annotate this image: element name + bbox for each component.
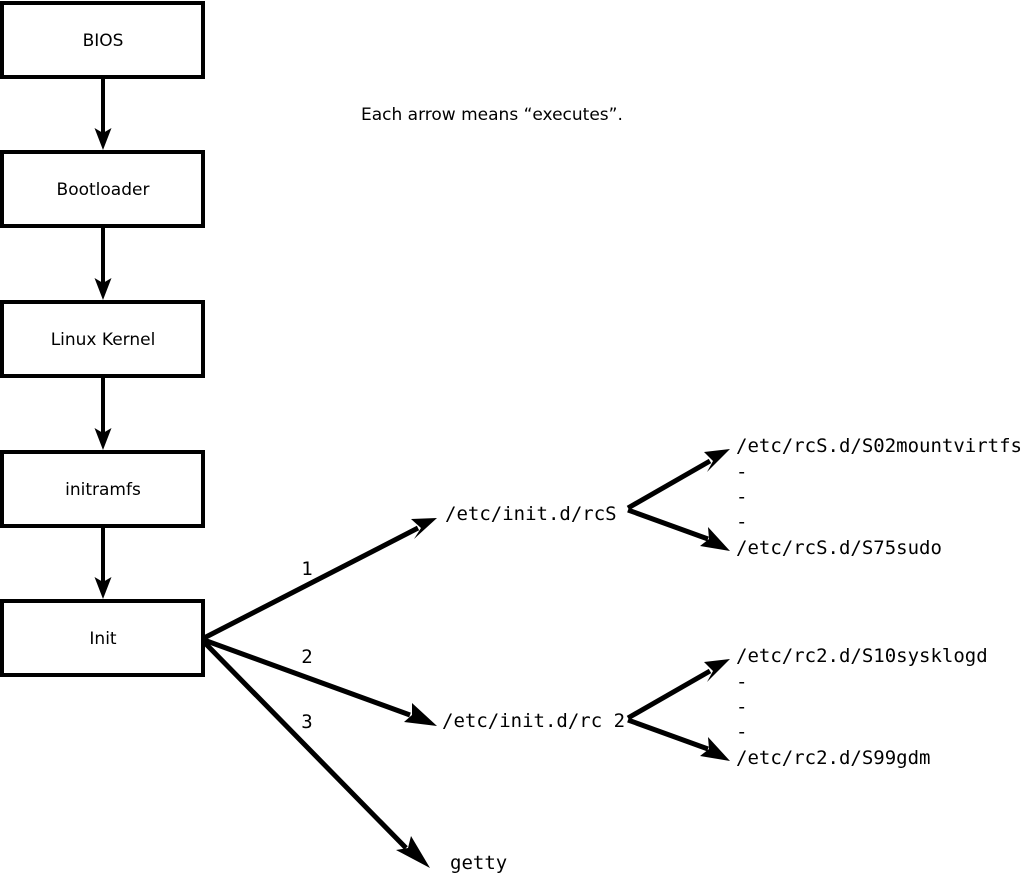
arrow-rc2-to-first-script-line — [626, 668, 712, 721]
node-init-rect — [0, 599, 205, 677]
caption-text: Each arrow means “executes”. — [361, 105, 623, 125]
arrow-rc2-to-first-script — [626, 659, 730, 721]
rcs-script-first[interactable]: /etc/rcS.d/S02mountvirtfs — [736, 435, 1022, 457]
arrow-bootloader-to-kernel-head — [94, 278, 112, 300]
arrow-init-to-rc2-line — [203, 637, 411, 718]
node-getty-label[interactable]: getty — [450, 852, 507, 874]
node-bios[interactable]: BIOS — [0, 1, 205, 79]
arrow-rcs-to-first-script — [626, 449, 730, 511]
arrow-rc2-to-first-script-head — [704, 659, 730, 682]
rcs-ellipsis-dash-2: - — [736, 486, 747, 508]
node-initramfs-rect — [0, 450, 205, 528]
branch-label-1: 1 — [301, 558, 312, 580]
node-linux-kernel-label: Linux Kernel — [51, 330, 156, 350]
arrow-init-to-getty-line — [202, 640, 408, 850]
arrow-init-to-rc2-head — [404, 703, 437, 726]
arrow-bootloader-to-kernel — [94, 226, 112, 300]
arrow-init-to-rcs — [202, 518, 437, 641]
arrow-init-to-rcs-line — [202, 525, 420, 641]
rc2-ellipsis-dash-3: - — [736, 721, 747, 743]
node-init[interactable]: Init — [0, 599, 205, 677]
node-bios-rect — [0, 1, 205, 79]
rcs-ellipsis-dash-3: - — [736, 511, 747, 533]
arrow-initramfs-to-init-head — [94, 577, 112, 599]
node-initramfs-label: initramfs — [65, 480, 141, 500]
branch-label-3: 3 — [301, 711, 312, 733]
node-bootloader-label: Bootloader — [57, 180, 150, 200]
arrow-rc2-to-last-script-head — [700, 737, 730, 761]
arrow-init-to-getty-head — [396, 836, 430, 868]
arrow-rcs-to-first-script-line — [626, 458, 712, 511]
node-rc2-label[interactable]: /etc/init.d/rc 2 — [442, 710, 625, 732]
node-init-label: Init — [89, 629, 117, 649]
arrow-rc2-to-last-script-line — [627, 717, 709, 752]
arrow-rcs-to-first-script-head — [704, 449, 730, 472]
node-linux-kernel[interactable]: Linux Kernel — [0, 300, 205, 378]
rc2-script-last[interactable]: /etc/rc2.d/S99gdm — [736, 747, 930, 769]
arrow-init-to-getty — [202, 640, 430, 868]
arrow-bios-to-bootloader — [94, 77, 112, 150]
rc2-ellipsis-dash-2: - — [736, 696, 747, 718]
node-bios-label: BIOS — [83, 31, 124, 51]
arrow-rcs-to-last-script-line — [627, 507, 709, 542]
rc2-ellipsis-dash-1: - — [736, 671, 747, 693]
arrow-rcs-to-last-script — [627, 507, 730, 551]
arrow-bios-to-bootloader-head — [94, 128, 112, 150]
arrow-kernel-to-initramfs — [94, 376, 112, 450]
arrow-rcs-to-last-script-head — [700, 527, 730, 551]
branch-label-2: 2 — [301, 646, 312, 668]
node-bootloader[interactable]: Bootloader — [0, 150, 205, 228]
rcs-script-last[interactable]: /etc/rcS.d/S75sudo — [736, 537, 942, 559]
arrow-kernel-to-initramfs-head — [94, 428, 112, 450]
arrow-init-to-rcs-head — [411, 518, 437, 539]
arrow-init-to-rc2 — [203, 637, 437, 726]
rc2-script-first[interactable]: /etc/rc2.d/S10sysklogd — [736, 645, 988, 667]
arrow-rc2-to-last-script — [627, 717, 730, 761]
arrow-initramfs-to-init — [94, 526, 112, 599]
rcs-ellipsis-dash-1: - — [736, 461, 747, 483]
node-rcs-label[interactable]: /etc/init.d/rcS — [445, 503, 617, 525]
node-initramfs[interactable]: initramfs — [0, 450, 205, 528]
